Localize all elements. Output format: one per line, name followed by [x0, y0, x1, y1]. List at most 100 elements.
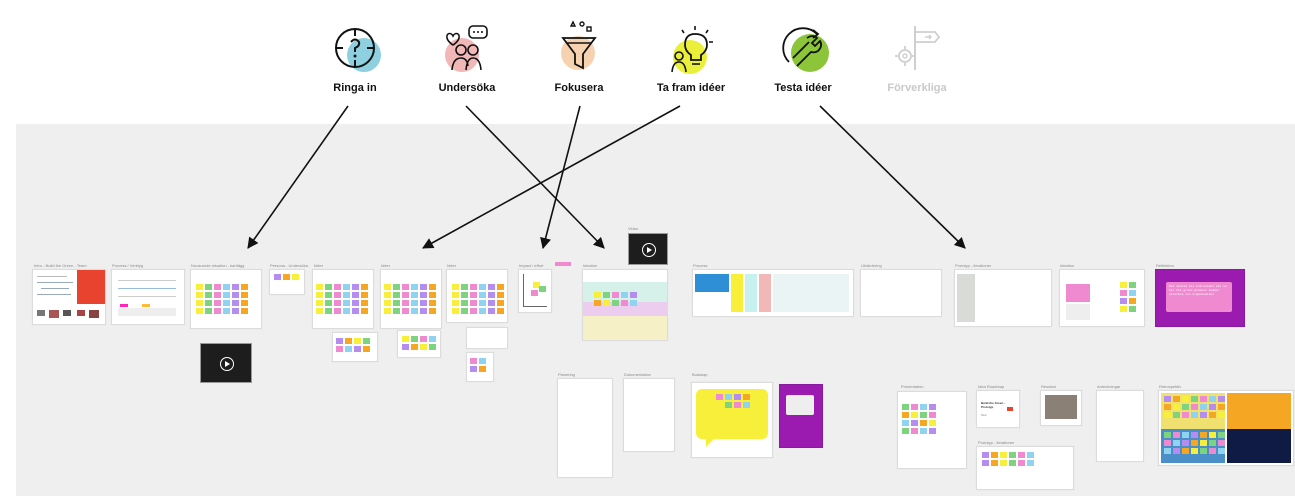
board-title: Impact / effort — [519, 263, 544, 268]
sticky-note — [1209, 432, 1216, 438]
board-title: Process / Verktyg — [112, 263, 144, 268]
board-anteckningar[interactable] — [1096, 390, 1144, 462]
play-icon[interactable] — [642, 243, 656, 257]
video-player-1[interactable] — [628, 233, 668, 265]
sticky-note — [363, 338, 370, 344]
sticky-note — [1218, 440, 1225, 446]
phase-label: Ringa in — [333, 82, 377, 94]
sticky-note — [361, 308, 368, 314]
sticky-note — [612, 300, 619, 306]
sticky-note — [214, 308, 221, 314]
sticky-note — [1164, 412, 1171, 418]
board-small-3[interactable] — [466, 327, 508, 349]
board-purple[interactable] — [779, 384, 823, 448]
sticky-note — [479, 308, 486, 314]
board-impact-effort[interactable] — [518, 269, 552, 313]
sticky-note — [1129, 290, 1136, 296]
sticky-note — [452, 292, 459, 298]
sticky-note — [1164, 432, 1171, 438]
sticky-note — [479, 292, 486, 298]
board-planering[interactable] — [557, 378, 613, 478]
board-title: Prototyp - iterationer — [978, 440, 1015, 445]
sticky-note — [334, 284, 341, 290]
board-title: Intro - Build the Green - Team — [34, 263, 87, 268]
whiteboard-canvas[interactable]: Intro - Build the Green - Team Process /… — [16, 124, 1295, 496]
sticky-note — [411, 308, 418, 314]
board-title: Ideation — [583, 263, 598, 268]
board-process-2[interactable] — [692, 269, 854, 317]
board-utvardering[interactable] — [860, 269, 942, 317]
sticky-note — [621, 292, 628, 298]
sticky-note — [241, 300, 248, 306]
sticky-note — [982, 452, 989, 458]
board-prototyp-iterationer[interactable] — [954, 269, 1052, 327]
sticky-note — [274, 274, 281, 280]
sticky-note — [205, 300, 212, 306]
gear-signpost-icon — [889, 20, 945, 76]
sticky-note — [1164, 448, 1171, 454]
sticky-note — [1182, 440, 1189, 446]
sticky-note — [902, 428, 909, 434]
sticky-note — [384, 284, 391, 290]
sticky-note — [630, 292, 637, 298]
target-arrows-icon — [327, 20, 383, 76]
sticky-note — [1120, 282, 1127, 288]
board-title: Prototyp - iterationer — [955, 263, 992, 268]
board-persona[interactable] — [269, 269, 305, 295]
sticky-note — [1164, 440, 1171, 446]
sticky-note — [316, 284, 323, 290]
sticky-note — [452, 284, 459, 290]
board-intro[interactable] — [32, 269, 106, 325]
sticky-note — [461, 292, 468, 298]
sticky-note — [223, 300, 230, 306]
board-ideer-1[interactable] — [312, 269, 374, 329]
board-title: Idéer — [314, 263, 324, 268]
sticky-note — [325, 284, 332, 290]
sticky-note — [1191, 432, 1198, 438]
sticky-note — [334, 300, 341, 306]
sticky-note — [1027, 452, 1034, 458]
board-budskap[interactable] — [691, 382, 773, 458]
board-title: Retrospektiv — [1159, 384, 1182, 389]
sticky-note — [1209, 396, 1216, 402]
sticky-note — [361, 284, 368, 290]
video-player-2[interactable] — [200, 343, 252, 383]
sticky-note — [402, 308, 409, 314]
phase-label: Ta fram idéer — [656, 82, 726, 94]
sticky-note — [1218, 412, 1225, 418]
sticky-note — [352, 292, 359, 298]
play-icon[interactable] — [220, 357, 234, 371]
sticky-note — [241, 308, 248, 314]
sticky-note — [488, 284, 495, 290]
sticky-note — [929, 412, 936, 418]
sticky-note — [352, 308, 359, 314]
sticky-note — [361, 292, 368, 298]
sticky-note — [196, 300, 203, 306]
board-nuvarande[interactable] — [190, 269, 262, 329]
board-dokumentation[interactable] — [623, 378, 675, 452]
board-resultat[interactable] — [1040, 390, 1082, 426]
sticky-note — [411, 284, 418, 290]
sticky-note — [1200, 412, 1207, 418]
sticky-note — [232, 292, 239, 298]
sticky-note — [316, 300, 323, 306]
board-title: Video — [628, 226, 639, 231]
board-title: Resultat — [1041, 384, 1056, 389]
sticky-note — [361, 300, 368, 306]
reflection-quote: Det skulle bli intressant att se hur the… — [1169, 285, 1227, 296]
board-ideer-2[interactable] — [380, 269, 442, 329]
sticky-note — [1191, 404, 1198, 410]
sticky-note — [429, 336, 436, 342]
board-idea-roadmap[interactable]: Build the Green - Prototyp Text — [976, 390, 1020, 428]
board-reflektion[interactable]: Det skulle bli intressant att se hur the… — [1155, 269, 1245, 327]
sticky-note — [497, 308, 504, 314]
board-title: Utvärdering — [861, 263, 882, 268]
sticky-note — [911, 412, 918, 418]
sticky-note — [902, 412, 909, 418]
sticky-note — [920, 404, 927, 410]
board-process[interactable] — [111, 269, 185, 325]
sticky-note — [223, 308, 230, 314]
sticky-note — [920, 420, 927, 426]
sticky-note — [196, 308, 203, 314]
board-title: Nuvarande situation - kartlägg — [191, 263, 245, 268]
